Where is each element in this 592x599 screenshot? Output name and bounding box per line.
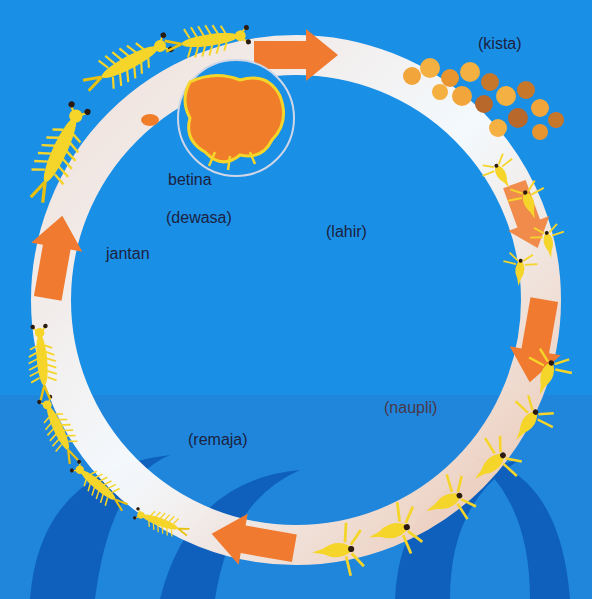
adult-figures: [20, 19, 252, 208]
stage-label: (lahir): [326, 222, 367, 242]
egg-sac: [141, 114, 159, 126]
stage-label: betina: [168, 170, 212, 190]
stage-label: (kista): [478, 34, 522, 54]
stage-label: (remaja): [188, 430, 248, 450]
stage-label: (naupli): [384, 398, 437, 418]
hatching-cyst: [178, 60, 294, 176]
juvenile-figures: [25, 323, 191, 542]
nauplius-figures: [310, 346, 576, 579]
cycle-arrows: [22, 29, 570, 574]
cyst-cluster: [403, 58, 564, 140]
hatchling-figures: [478, 151, 568, 287]
cycle-ring: [51, 55, 541, 545]
stage-label: (dewasa): [166, 208, 232, 228]
stage-label: jantan: [106, 244, 150, 264]
